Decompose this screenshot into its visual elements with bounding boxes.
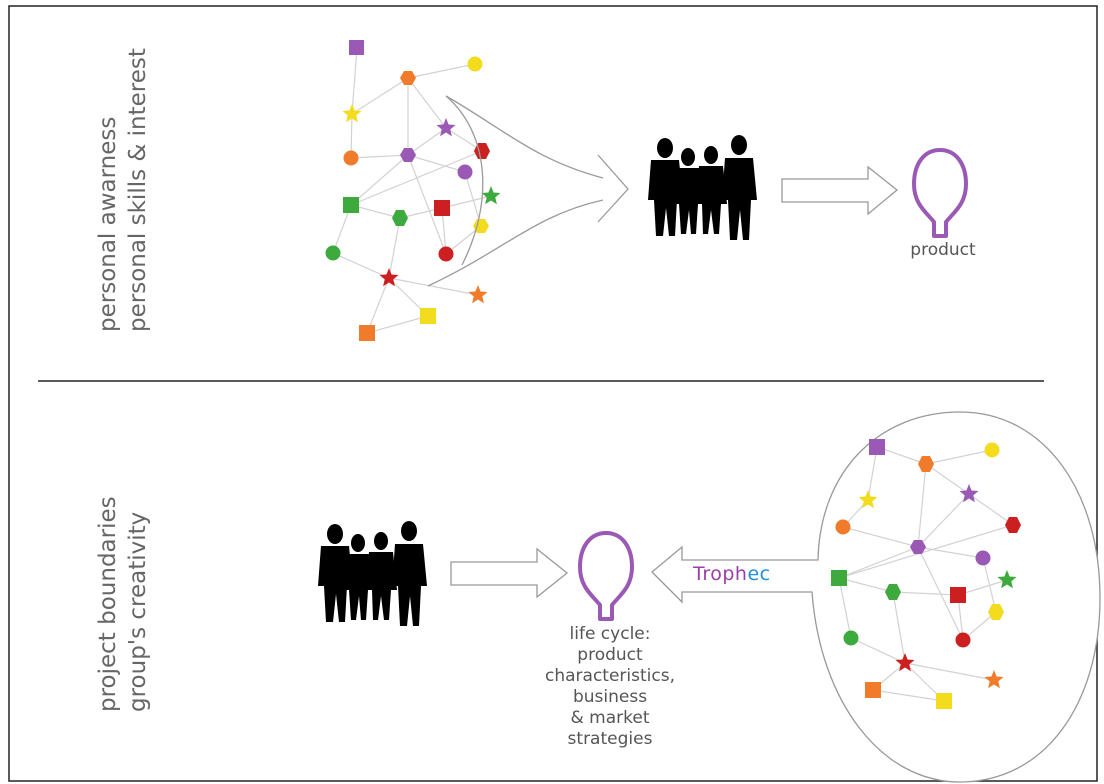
lightbulb-icon <box>578 531 634 621</box>
brand-part2: ec <box>747 563 771 585</box>
lifecycle-line: & market <box>570 708 650 728</box>
outer-border <box>8 5 1098 782</box>
arrow-icon <box>781 165 899 216</box>
brand-part1: Troph <box>693 563 748 585</box>
top-side-label-line1: personal awarness <box>95 116 121 332</box>
top-side-label: personal awarness personal skills & inte… <box>93 48 153 332</box>
lifecycle-line: product <box>577 645 643 665</box>
lifecycle-line: life cycle: <box>569 624 651 644</box>
lifecycle-line: characteristics, <box>545 666 675 686</box>
lightbulb-icon <box>912 148 968 238</box>
bottom-side-label-line1: project boundaries <box>95 496 121 712</box>
top-network <box>325 40 501 341</box>
bottom-side-label-line2: group's creativity <box>125 511 151 712</box>
people-silhouette-icon <box>648 135 757 240</box>
funnel-arrow-icon <box>427 95 629 287</box>
top-side-label-line2: personal skills & interest <box>125 48 151 332</box>
product-label: product <box>910 240 976 260</box>
lifecycle-line: business <box>572 687 648 707</box>
bottom-side-label: project boundaries group's creativity <box>93 496 153 712</box>
lifecycle-line: strategies <box>567 729 653 749</box>
speech-bubble-icon <box>651 411 1101 783</box>
arrow-icon <box>450 547 569 599</box>
people-silhouette-icon <box>318 521 427 626</box>
lifecycle-text: life cycle: product characteristics, bus… <box>515 624 705 750</box>
bottom-network <box>831 439 1021 709</box>
brand-logo: Trophec <box>693 563 771 585</box>
